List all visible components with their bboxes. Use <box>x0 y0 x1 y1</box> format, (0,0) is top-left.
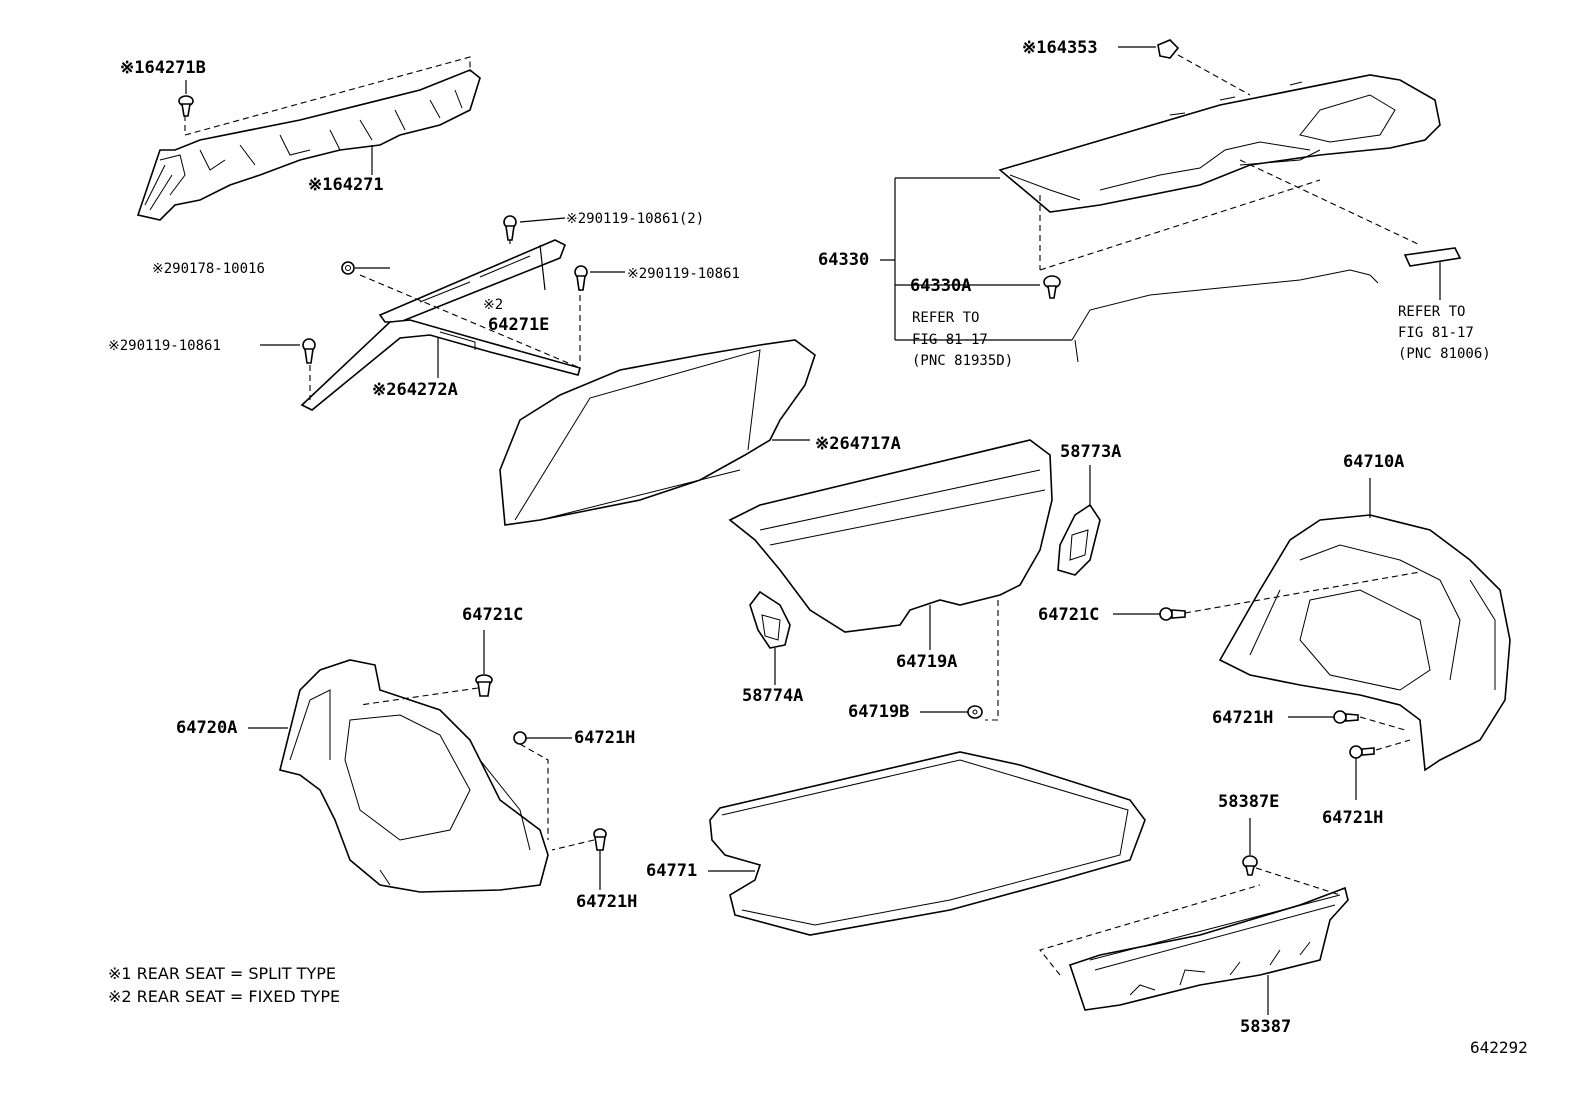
label-64771: 64771 <box>646 861 698 881</box>
clip-64721h-right-a-icon <box>1333 710 1359 724</box>
diagram-id: 642292 <box>1470 1038 1528 1057</box>
label-64330: 64330 <box>818 250 870 270</box>
label-58774a: 58774A <box>742 686 804 706</box>
label-64721h-left-a: 64721H <box>574 728 636 748</box>
label-58773a: 58773A <box>1060 442 1122 462</box>
part-64272a-stay <box>300 319 581 411</box>
dash-64330 <box>1039 54 1421 271</box>
label-64271e: 64271E <box>488 315 550 335</box>
nut-90178-icon <box>341 261 355 275</box>
part-58774a-cover <box>749 590 791 649</box>
label-refer-b2: FIG 81-17 <box>1398 325 1474 341</box>
label-refer-a2: FIG 81-17 <box>912 332 988 348</box>
dash-64721h-right <box>1359 716 1411 751</box>
part-64330-tray <box>998 74 1441 213</box>
bolt-90119-a-icon <box>503 215 517 241</box>
part-64271-trim <box>136 69 481 221</box>
leads-stays <box>260 217 625 378</box>
part-64720a-side-trim <box>279 659 549 893</box>
leads-64330 <box>880 177 1072 341</box>
clip-64330a-icon <box>1043 275 1061 299</box>
label-refer-b1: REFER TO <box>1398 304 1466 320</box>
part-64717a-board <box>499 339 816 526</box>
label-refer-b3: (PNC 81006) <box>1398 346 1491 362</box>
clip-64271b-icon <box>178 95 194 117</box>
label-64710a: 64710A <box>1343 452 1405 472</box>
bolt-90119-b-icon <box>574 265 588 291</box>
label-64721c-left: 64721C <box>462 605 524 625</box>
clip-64721h-left-b-icon <box>593 828 607 851</box>
dash-58387 <box>1039 867 1341 976</box>
part-64710a-side-trim <box>1218 514 1511 772</box>
label-64271: ※164271 <box>308 175 384 195</box>
label-64719a: 64719A <box>896 652 958 672</box>
label-64721c-right: 64721C <box>1038 605 1100 625</box>
label-64720a: 64720A <box>176 718 238 738</box>
wire-ends <box>1074 274 1379 363</box>
label-refer-a1: REFER TO <box>912 310 980 326</box>
wire-81935d <box>1071 269 1371 341</box>
footnote-1: ※1 REAR SEAT = SPLIT TYPE <box>108 964 336 983</box>
label-64330a: 64330A <box>910 276 972 296</box>
label-refer-a3: (PNC 81935D) <box>912 353 1014 369</box>
label-90119-10861-b: ※290119-10861 <box>627 266 740 282</box>
clip-64353-icon <box>1157 39 1180 59</box>
part-58387-scuff-plate <box>1068 886 1349 1011</box>
label-64272a: ※264272A <box>372 380 458 400</box>
dash-64719b <box>985 600 999 721</box>
clip-58387e-icon <box>1242 855 1258 876</box>
label-90178-10016: ※290178-10016 <box>152 261 265 277</box>
label-90119-10861-2: ※290119-10861(2) <box>566 211 705 227</box>
clip-64719b-icon <box>967 705 983 719</box>
clip-64721h-right-b-icon <box>1349 745 1375 759</box>
label-64721h-left-b: 64721H <box>576 892 638 912</box>
label-90119-10861-c: ※290119-10861 <box>108 338 221 354</box>
label-64721h-right-a: 64721H <box>1212 708 1274 728</box>
clip-64721c-right-icon <box>1159 607 1186 621</box>
footnote-2: ※2 REAR SEAT = FIXED TYPE <box>108 987 341 1006</box>
bolt-90119-c-icon <box>302 338 316 364</box>
part-58773a-cover <box>1057 503 1101 576</box>
part-64771-mat <box>709 751 1146 936</box>
label-64271b: ※164271B <box>120 58 206 78</box>
part-64271e-stay <box>378 239 567 323</box>
label-note2-64271e: ※2 <box>483 297 504 313</box>
dash-64721h-left-a <box>519 743 549 840</box>
label-64353: ※164353 <box>1022 38 1098 58</box>
label-64721h-right-b: 64721H <box>1322 808 1384 828</box>
clip-64721c-left-icon <box>475 674 493 697</box>
part-64719a-lid-trim <box>728 439 1053 633</box>
part-81006-lamp <box>1403 247 1462 267</box>
label-64717a: ※264717A <box>815 434 901 454</box>
label-64719b: 64719B <box>848 702 910 722</box>
clip-64721h-left-a-icon <box>513 731 527 745</box>
dash-64721h-left-b <box>551 839 595 851</box>
label-58387e: 58387E <box>1218 792 1280 812</box>
label-58387: 58387 <box>1240 1017 1292 1037</box>
